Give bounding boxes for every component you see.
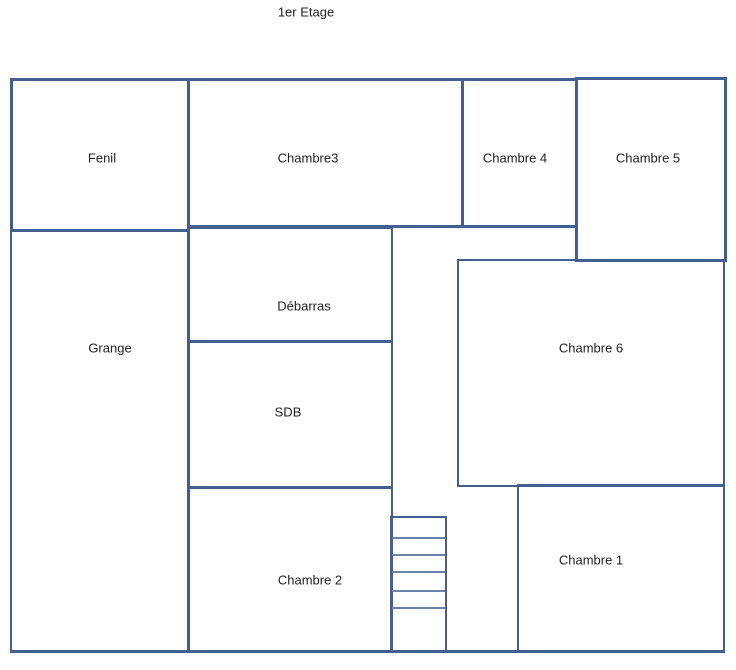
label-chambre2: Chambre 2 [277, 572, 343, 588]
stair-step [392, 554, 445, 556]
label-chambre4: Chambre 4 [482, 150, 548, 166]
stair-step [392, 537, 445, 539]
stair-step [392, 607, 445, 609]
label-chambre6: Chambre 6 [558, 340, 624, 356]
room-chambre1 [517, 484, 725, 653]
plan-title: 1er Etage [277, 4, 335, 20]
room-chambre2 [187, 486, 393, 653]
label-debarras: Débarras [277, 298, 331, 314]
room-chambre6 [457, 259, 725, 487]
bottom-wall [10, 650, 725, 653]
room-sdb [187, 340, 393, 489]
label-chambre1: Chambre 1 [558, 552, 624, 568]
room-chambre5 [575, 77, 727, 262]
label-fenil: Fenil [87, 150, 117, 166]
stair-step [392, 571, 445, 573]
room-debarras [187, 227, 393, 343]
label-grange: Grange [88, 340, 132, 356]
label-chambre5: Chambre 5 [615, 150, 681, 166]
label-chambre3: Chambre3 [277, 150, 339, 166]
stair-step [392, 590, 445, 592]
room-grange [10, 229, 190, 653]
label-sdb: SDB [274, 404, 302, 420]
